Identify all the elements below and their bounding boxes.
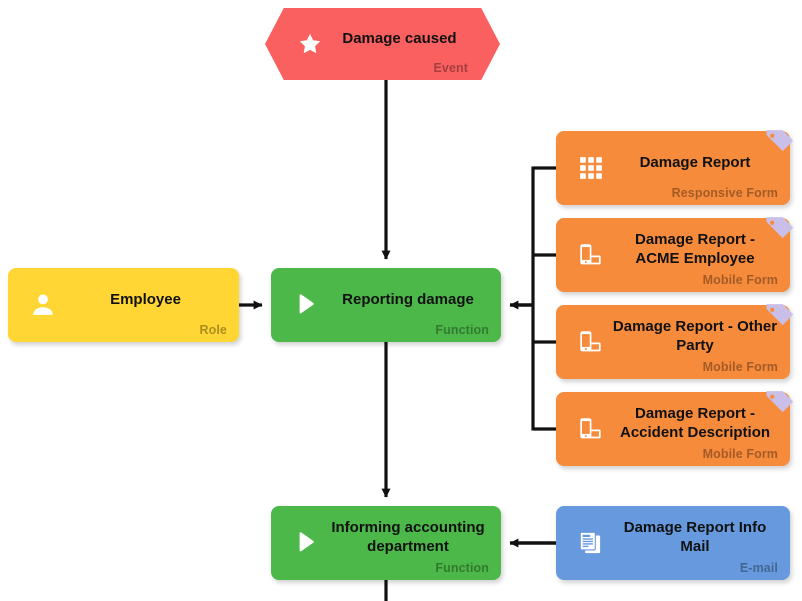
node-informing-accounting-department[interactable]: Informing accounting department Function	[271, 506, 501, 580]
edge-forms-to-reporting	[509, 166, 556, 431]
node-label: Informing accounting department	[331, 519, 485, 555]
node-damage-report-info-mail[interactable]: Damage Report Info Mail E-mail	[556, 506, 790, 580]
node-label: Damage Report - Accident Description	[619, 405, 771, 441]
tag-icon	[762, 301, 796, 335]
node-type-label: E-mail	[739, 561, 778, 575]
node-label: Employee	[110, 290, 181, 308]
tag-icon	[762, 127, 796, 161]
node-label: Damage Report Info Mail	[623, 519, 767, 555]
node-damage-report[interactable]: Damage Report Responsive Form	[556, 130, 794, 205]
node-label: Damage caused	[342, 29, 457, 47]
mobile-icon	[574, 238, 608, 272]
documents-icon	[574, 526, 608, 560]
mobile-icon	[574, 412, 608, 446]
tag-icon	[762, 388, 796, 422]
node-label: Reporting damage	[342, 290, 474, 308]
node-type-label: Mobile Form	[702, 447, 778, 461]
node-damage-report-accident-description[interactable]: Damage Report - Accident Description Mob…	[556, 391, 794, 466]
node-label: Damage Report - Other Party	[612, 318, 778, 354]
node-type-label: Function	[435, 561, 489, 575]
play-icon	[289, 526, 323, 560]
node-type-label: Function	[435, 323, 489, 337]
node-type-label: Mobile Form	[702, 360, 778, 374]
node-label: Damage Report	[639, 153, 751, 171]
play-icon	[289, 288, 323, 322]
user-icon	[26, 288, 60, 322]
node-damage-report-other-party[interactable]: Damage Report - Other Party Mobile Form	[556, 304, 794, 379]
node-damage-report-acme-employee[interactable]: Damage Report - ACME Employee Mobile For…	[556, 217, 794, 292]
grid-icon	[574, 151, 608, 185]
node-type-label: Event	[433, 61, 468, 75]
node-damage-caused[interactable]: Damage caused Event	[265, 8, 500, 80]
mobile-icon	[574, 325, 608, 359]
node-type-label: Mobile Form	[702, 273, 778, 287]
star-icon	[293, 27, 327, 61]
node-reporting-damage[interactable]: Reporting damage Function	[271, 268, 501, 342]
tag-icon	[762, 214, 796, 248]
node-label: Damage Report - ACME Employee	[634, 231, 756, 267]
node-type-label: Role	[199, 323, 227, 337]
node-type-label: Responsive Form	[671, 186, 778, 200]
node-employee[interactable]: Employee Role	[8, 268, 239, 342]
